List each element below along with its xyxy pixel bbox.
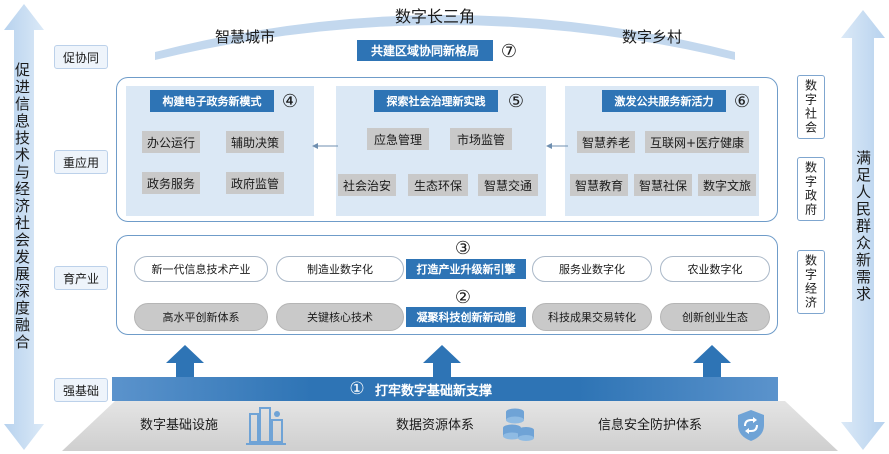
city-buildings-icon <box>246 407 286 445</box>
public-service-item: 互联网+医疗健康 <box>645 131 749 153</box>
industry-row2-number: ② <box>454 286 472 308</box>
panel-connector-arrows <box>312 143 568 149</box>
digital-economy-box: 数字经济 <box>797 250 825 314</box>
regional-banner: 共建区域协同新格局 <box>357 40 493 61</box>
industry-row1-item: 制造业数字化 <box>276 256 404 282</box>
industry-row1-item: 农业数字化 <box>660 256 770 282</box>
database-icon <box>503 408 534 441</box>
industry-row2-center: 凝聚科技创新新动能 <box>406 307 526 327</box>
right-double-arrow <box>841 10 885 450</box>
egov-number: ④ <box>281 90 299 112</box>
industry-container <box>116 235 778 335</box>
banner-number: ⑦ <box>500 40 518 62</box>
smart-city-label: 智慧城市 <box>214 28 275 46</box>
foundation-banner-bg <box>112 377 778 401</box>
egov-item: 政务服务 <box>142 172 200 194</box>
layer-label-apply: 重应用 <box>54 150 108 174</box>
industry-row1-item: 服务业数字化 <box>532 256 652 282</box>
social-item: 应急管理 <box>367 128 429 150</box>
public-service-item: 数字文旅 <box>698 174 756 196</box>
foundation-item-security: 信息安全防护体系 <box>598 418 703 433</box>
egov-item: 办公运行 <box>142 131 200 153</box>
digital-government-box: 数字政府 <box>797 157 825 221</box>
industry-row2-item: 高水平创新体系 <box>134 303 268 331</box>
layer-label-foundation: 强基础 <box>54 378 108 402</box>
industry-row1-center: 打造产业升级新引擎 <box>406 259 526 279</box>
arc-title: 数字长三角 <box>394 7 475 26</box>
public-service-title: 激发公共服务新活力 <box>602 90 726 112</box>
left-arrow-text: 促进信息技术与经济社会发展深度融合 <box>13 62 31 351</box>
shield-icon <box>738 410 764 441</box>
right-arrow-text: 满足人民群众新需求 <box>854 150 872 303</box>
social-item: 智慧交通 <box>478 174 538 196</box>
public-service-number: ⑥ <box>733 90 751 112</box>
foundation-item-infrastructure: 数字基础设施 <box>140 418 219 433</box>
egov-item: 政府监管 <box>226 172 284 194</box>
public-service-item: 智慧社保 <box>634 174 692 196</box>
digital-village-label: 数字乡村 <box>621 28 682 46</box>
foundation-number: ① <box>349 379 365 399</box>
apply-container <box>116 77 778 222</box>
social-number: ⑤ <box>507 90 525 112</box>
foundation-up-arrows <box>166 345 731 379</box>
public-service-item: 智慧教育 <box>570 174 628 196</box>
public-service-item: 智慧养老 <box>577 131 635 153</box>
industry-row1-number: ③ <box>454 237 472 259</box>
social-item: 社会治安 <box>338 174 396 196</box>
left-double-arrow <box>4 4 44 450</box>
industry-row2-item: 关键核心技术 <box>276 303 404 331</box>
social-item: 市场监管 <box>450 128 512 150</box>
digital-society-box: 数字社会 <box>797 75 825 139</box>
industry-row1-item: 新一代信息技术产业 <box>134 256 268 282</box>
foundation-banner-text: 打牢数字基础新支撑 <box>375 383 493 399</box>
egov-item: 辅助决策 <box>226 131 284 153</box>
social-title: 探索社会治理新实践 <box>374 90 498 112</box>
social-item: 生态环保 <box>408 174 468 196</box>
layer-label-promote: 促协同 <box>54 45 108 69</box>
egov-title: 构建电子政务新模式 <box>150 90 274 112</box>
foundation-item-data: 数据资源体系 <box>396 418 475 433</box>
layer-label-industry: 育产业 <box>54 266 108 290</box>
top-arc <box>155 15 735 60</box>
industry-row2-item: 创新创业生态 <box>660 303 770 331</box>
industry-row2-item: 科技成果交易转化 <box>532 303 652 331</box>
